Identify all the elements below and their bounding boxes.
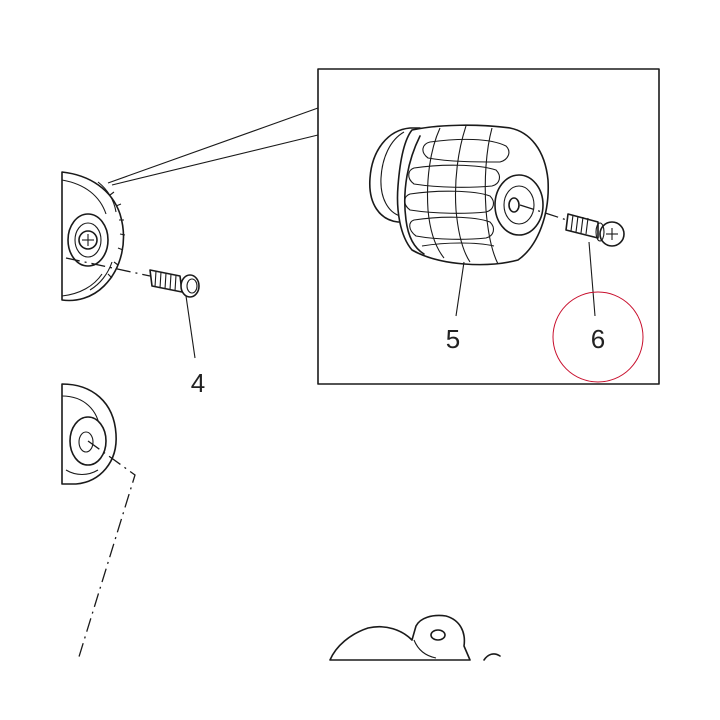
axis-line-lower [77, 440, 136, 661]
knob-lower-left [61, 383, 117, 485]
callout-6: 6 [591, 324, 605, 354]
axis-line-4 [65, 257, 151, 277]
callout-4: 4 [191, 368, 205, 398]
leader-line-6 [588, 241, 596, 317]
screw-6 [565, 213, 625, 247]
detail-inset-frame [317, 68, 660, 385]
housing-fragment [329, 614, 501, 661]
leader-line-4 [185, 295, 196, 359]
axis-line-6 [519, 204, 571, 222]
knob-5 [369, 124, 549, 266]
knob-on-shaft-left [61, 171, 126, 302]
highlight-circle-6 [552, 291, 644, 383]
screw-4 [149, 269, 200, 298]
callout-5: 5 [446, 324, 460, 354]
detail-pointer-lines [107, 107, 319, 186]
leader-line-5 [455, 261, 465, 317]
